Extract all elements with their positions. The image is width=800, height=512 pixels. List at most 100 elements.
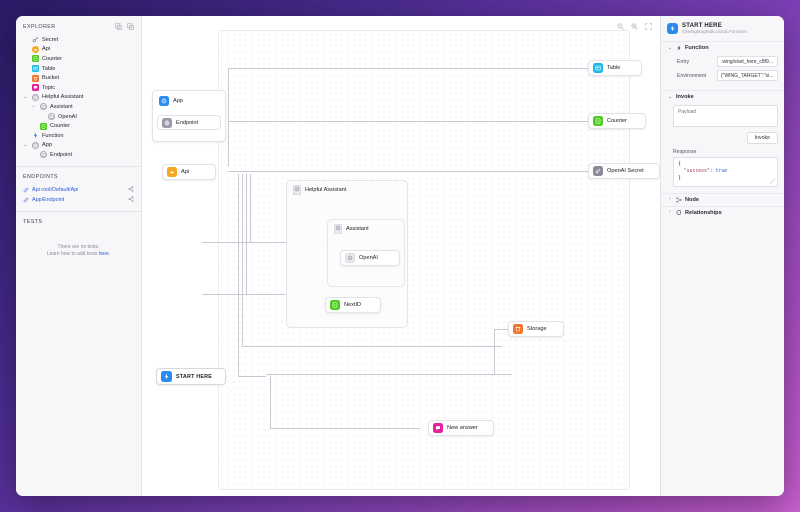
wire (228, 68, 229, 166)
counter-icon (593, 116, 603, 126)
counter-icon (330, 300, 340, 310)
key-icon (593, 166, 603, 176)
node-assistant-header: Assistant (328, 220, 404, 238)
payload-input[interactable] (673, 105, 778, 127)
explorer-item-assistant[interactable]: ⌄ Assistant (16, 102, 141, 112)
explorer-item-label: Counter (42, 55, 62, 62)
wire (494, 329, 508, 330)
node-helpful-assistant-header: Helpful Assistant (287, 181, 407, 199)
field-entry-value[interactable]: .wing/start_here_c8f9... (717, 56, 778, 67)
node-nextid[interactable]: NextID (325, 297, 381, 313)
section-body-function: Entry .wing/start_here_c8f9... Environme… (661, 54, 784, 90)
node-counter-label: Counter (607, 118, 627, 124)
tests-pane: TESTS There are no tests. Learn how to a… (16, 212, 141, 496)
node-icon (40, 103, 47, 111)
endpoint-label[interactable]: App/Endpoint (32, 196, 65, 203)
endpoint-row[interactable]: Api root/Default/Api (16, 185, 141, 195)
api-icon (32, 45, 39, 53)
explorer-item-app[interactable]: ⌄App (16, 141, 141, 151)
field-environment: Environment {"WING_TARGET":"si... (677, 70, 778, 81)
wire (202, 294, 252, 295)
chevron-right-icon: › (669, 196, 671, 203)
wire (270, 376, 271, 428)
node-assistant-label: Assistant (346, 226, 369, 232)
key-icon (32, 36, 39, 43)
wire (242, 174, 243, 346)
zoom-out-icon[interactable] (617, 23, 624, 30)
section-header-relationships[interactable]: › Relationships (661, 205, 784, 219)
endpoint-link-group[interactable]: App/Endpoint (23, 197, 64, 203)
function-icon (677, 45, 681, 51)
invoke-button[interactable]: Invoke (746, 132, 778, 144)
node-icon (32, 141, 39, 149)
node-counter[interactable]: Counter (588, 113, 646, 129)
topic-icon (433, 423, 443, 433)
wire (494, 329, 495, 375)
endpoints-title: ENDPOINTS (23, 173, 59, 180)
link-icon (23, 187, 29, 192)
tests-empty-line2: Learn how to add tests here. (47, 251, 110, 257)
tests-empty-suffix: . (108, 250, 111, 257)
response-colon: : (709, 169, 716, 175)
canvas[interactable]: App Endpoint Api Table (142, 16, 660, 496)
endpoint-row[interactable]: App/Endpoint (16, 195, 141, 205)
wire (202, 242, 252, 243)
explorer-item-label: Assistant (50, 103, 73, 110)
app-icon (159, 96, 169, 106)
node-new-answer-label: New answer (447, 425, 478, 431)
share-icon[interactable] (128, 186, 134, 194)
field-environment-value[interactable]: {"WING_TARGET":"si... (717, 70, 778, 81)
explorer-item-secret[interactable]: Secret (16, 35, 141, 45)
node-start-here[interactable]: START HERE (156, 368, 226, 385)
function-icon (32, 132, 39, 139)
chevron-down-icon: ⌄ (667, 93, 673, 100)
explorer-item-openai[interactable]: OpenAI (16, 112, 141, 122)
chevron-down-icon[interactable]: ⌄ (23, 93, 28, 100)
zoom-in-icon[interactable] (631, 23, 638, 30)
tests-empty-state: There are no tests. Learn how to add tes… (16, 230, 141, 496)
node-openai-secret[interactable]: OpenAI Secret (588, 163, 660, 179)
share-icon[interactable] (128, 196, 134, 204)
node-api[interactable]: Api (162, 164, 216, 180)
node-app-group[interactable]: App Endpoint (152, 90, 226, 142)
node-openai[interactable]: OpenAI (340, 250, 400, 266)
chevron-down-icon[interactable]: ⌄ (23, 141, 28, 148)
expand-all-icon[interactable] (127, 23, 134, 30)
section-header-node[interactable]: › Node (661, 192, 784, 206)
endpoint-link-group[interactable]: Api root/Default/Api (23, 187, 78, 193)
chevron-down-icon[interactable]: ⌄ (31, 103, 36, 110)
response-output: { "success": true } (673, 157, 778, 187)
node-table-label: Table (607, 65, 621, 71)
explorer-item-counter[interactable]: Counter (16, 121, 141, 131)
wire (238, 174, 239, 376)
explorer-item-function[interactable]: Function (16, 131, 141, 141)
explorer-item-api[interactable]: Api (16, 45, 141, 55)
explorer-item-topic[interactable]: Topic (16, 83, 141, 93)
node-storage[interactable]: Storage (508, 321, 564, 337)
endpoint-label[interactable]: Api root/Default/Api (32, 186, 79, 193)
node-new-answer[interactable]: New answer (428, 420, 494, 436)
node-table[interactable]: Table (588, 60, 642, 76)
node-assistant-group[interactable]: Assistant OpenAI (327, 219, 405, 287)
explorer-item-endpoint[interactable]: Endpoint (16, 150, 141, 160)
node-endpoint[interactable]: Endpoint (157, 115, 221, 130)
chevron-right-icon: › (669, 209, 671, 216)
chevron-down-icon: ⌄ (667, 44, 673, 51)
resize-grip-icon[interactable] (770, 178, 775, 184)
fit-screen-icon[interactable] (645, 23, 652, 30)
explorer-item-table[interactable]: Table (16, 64, 141, 74)
wire (238, 376, 266, 377)
group-icon (345, 253, 355, 263)
section-header-function[interactable]: ⌄ Function (661, 41, 784, 54)
node-helpful-assistant-group[interactable]: Helpful Assistant Assistant OpenA (286, 180, 408, 328)
explorer-item-helpful-assistant[interactable]: ⌄Helpful Assistant (16, 93, 141, 103)
section-label-relationships: Relationships (685, 209, 722, 216)
response-key: "success" (683, 169, 710, 175)
explorer-item-counter[interactable]: Counter (16, 54, 141, 64)
tests-learn-link[interactable]: here (98, 250, 109, 257)
explorer-item-bucket[interactable]: Bucket (16, 73, 141, 83)
collapse-all-icon[interactable] (115, 23, 122, 30)
explorer-item-label: Topic (42, 84, 56, 91)
section-header-invoke[interactable]: ⌄ Invoke (661, 90, 784, 103)
